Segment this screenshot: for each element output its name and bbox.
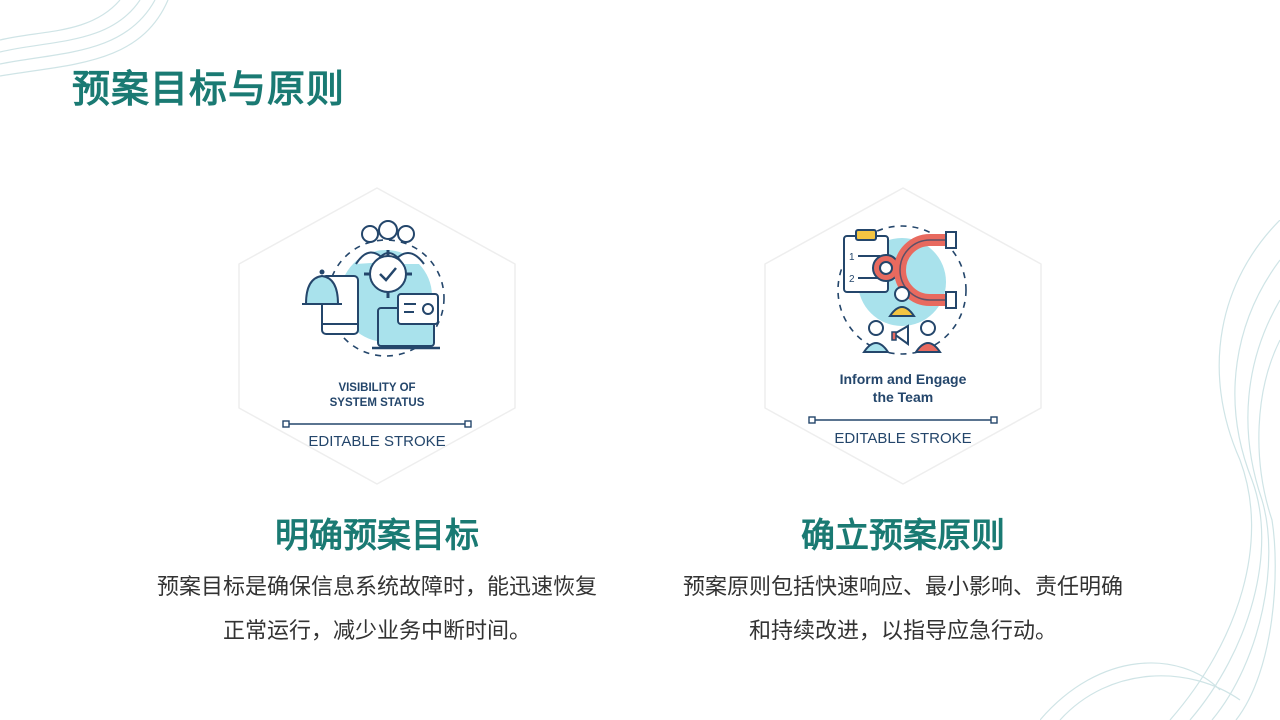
icon-footer-label: EDITABLE STROKE <box>834 430 971 447</box>
inform-and-engage-the-team-icon: 1 2 Inform and Engage the Team EDITABLE … <box>764 187 1042 485</box>
icon-caption-line-2: SYSTEM STATUS <box>330 397 425 409</box>
icon-footer-label: EDITABLE STROKE <box>308 433 445 450</box>
icon-caption-line-1: VISIBILITY OF <box>338 382 415 394</box>
card-heading-principle: 确立预案原则 <box>801 516 1005 556</box>
svg-text:2: 2 <box>849 274 855 285</box>
icon-caption-line-2: the Team <box>873 389 933 405</box>
page-title: 预案目标与原则 <box>72 67 346 111</box>
card-description-goal: 预案目标是确保信息系统故障时，能迅速恢复正常运行，减少业务中断时间。 <box>156 575 597 644</box>
card-heading-goal: 明确预案目标 <box>275 516 479 556</box>
visibility-of-system-status-icon: VISIBILITY OF SYSTEM STATUS EDITABLE STR… <box>238 187 516 485</box>
icon-caption-line-1: Inform and Engage <box>840 371 967 387</box>
card-description-principle: 预案原则包括快速响应、最小影响、责任明确和持续改进，以指导应急行动。 <box>682 575 1123 644</box>
svg-text:1: 1 <box>849 252 855 263</box>
